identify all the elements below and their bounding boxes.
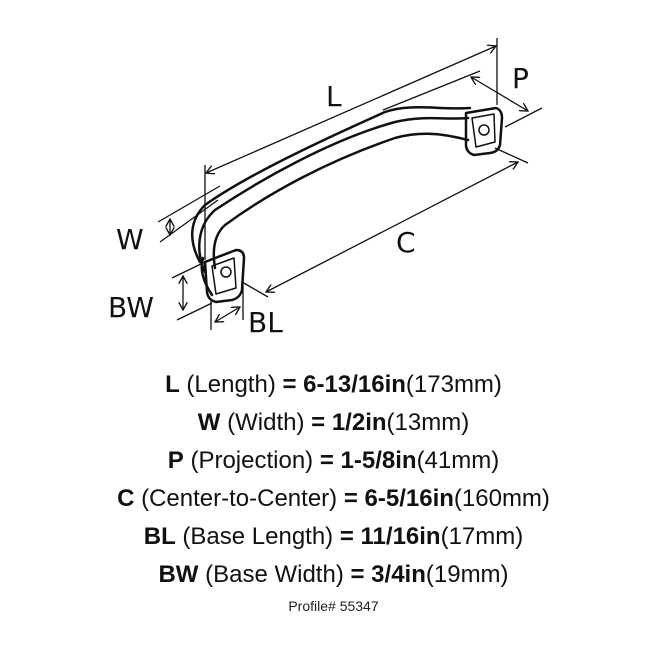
spec-length: L (Length) = 6-13/16in(173mm) bbox=[0, 366, 667, 404]
spec-name: (Length) bbox=[186, 371, 276, 398]
spec-list: L (Length) = 6-13/16in(173mm) W (Width) … bbox=[0, 366, 667, 594]
spec-inch: 6-5/16in bbox=[364, 485, 454, 512]
spec-eq: = bbox=[339, 523, 354, 550]
label-L: L bbox=[326, 80, 342, 113]
spec-mm: (19mm) bbox=[425, 561, 509, 588]
spec-inch: 3/4in bbox=[371, 561, 426, 588]
left-base bbox=[203, 248, 246, 304]
spec-mm: (17mm) bbox=[440, 523, 524, 550]
spec-eq: = bbox=[282, 371, 297, 398]
profile-number: Profile# 55347 bbox=[288, 598, 379, 614]
spec-code: W bbox=[197, 409, 221, 436]
label-BW: BW bbox=[108, 291, 154, 324]
label-P: P bbox=[512, 62, 529, 95]
spec-mm: (160mm) bbox=[453, 485, 550, 512]
spec-eq: = bbox=[350, 561, 365, 588]
spec-width: W (Width) = 1/2in(13mm) bbox=[0, 404, 667, 442]
spec-name: (Base Width) bbox=[205, 561, 344, 588]
spec-mm: (13mm) bbox=[386, 409, 470, 436]
spec-base-length: BL (Base Length) = 11/16in(17mm) bbox=[0, 518, 667, 556]
spec-code: P bbox=[167, 447, 184, 474]
spec-base-width: BW (Base Width) = 3/4in(19mm) bbox=[0, 556, 667, 594]
spec-eq: = bbox=[343, 485, 358, 512]
cabinet-pull-diagram: L P W C BW BL bbox=[108, 38, 543, 339]
spec-code: BL bbox=[143, 523, 176, 550]
spec-center-to-center: C (Center-to-Center) = 6-5/16in(160mm) bbox=[0, 480, 667, 518]
pull-handle bbox=[190, 106, 504, 304]
spec-code: BW bbox=[158, 561, 199, 588]
spec-inch: 6-13/16in bbox=[303, 371, 406, 398]
spec-inch: 1-5/8in bbox=[340, 447, 417, 474]
spec-name: (Base Length) bbox=[182, 523, 334, 550]
spec-eq: = bbox=[319, 447, 334, 474]
right-base bbox=[464, 106, 504, 157]
dimension-lines bbox=[157, 38, 543, 330]
spec-mm: (41mm) bbox=[416, 447, 500, 474]
spec-name: (Center-to-Center) bbox=[141, 485, 338, 512]
spec-projection: P (Projection) = 1-5/8in(41mm) bbox=[0, 442, 667, 480]
spec-mm: (173mm) bbox=[405, 371, 502, 398]
spec-name: (Projection) bbox=[190, 447, 314, 474]
label-W: W bbox=[116, 223, 144, 256]
spec-code: C bbox=[117, 485, 135, 512]
spec-name: (Width) bbox=[227, 409, 305, 436]
spec-code: L bbox=[165, 371, 180, 398]
label-C: C bbox=[396, 226, 416, 259]
spec-inch: 1/2in bbox=[331, 409, 387, 436]
spec-eq: = bbox=[311, 409, 326, 436]
spec-inch: 11/16in bbox=[360, 523, 441, 550]
label-BL: BL bbox=[248, 306, 283, 339]
